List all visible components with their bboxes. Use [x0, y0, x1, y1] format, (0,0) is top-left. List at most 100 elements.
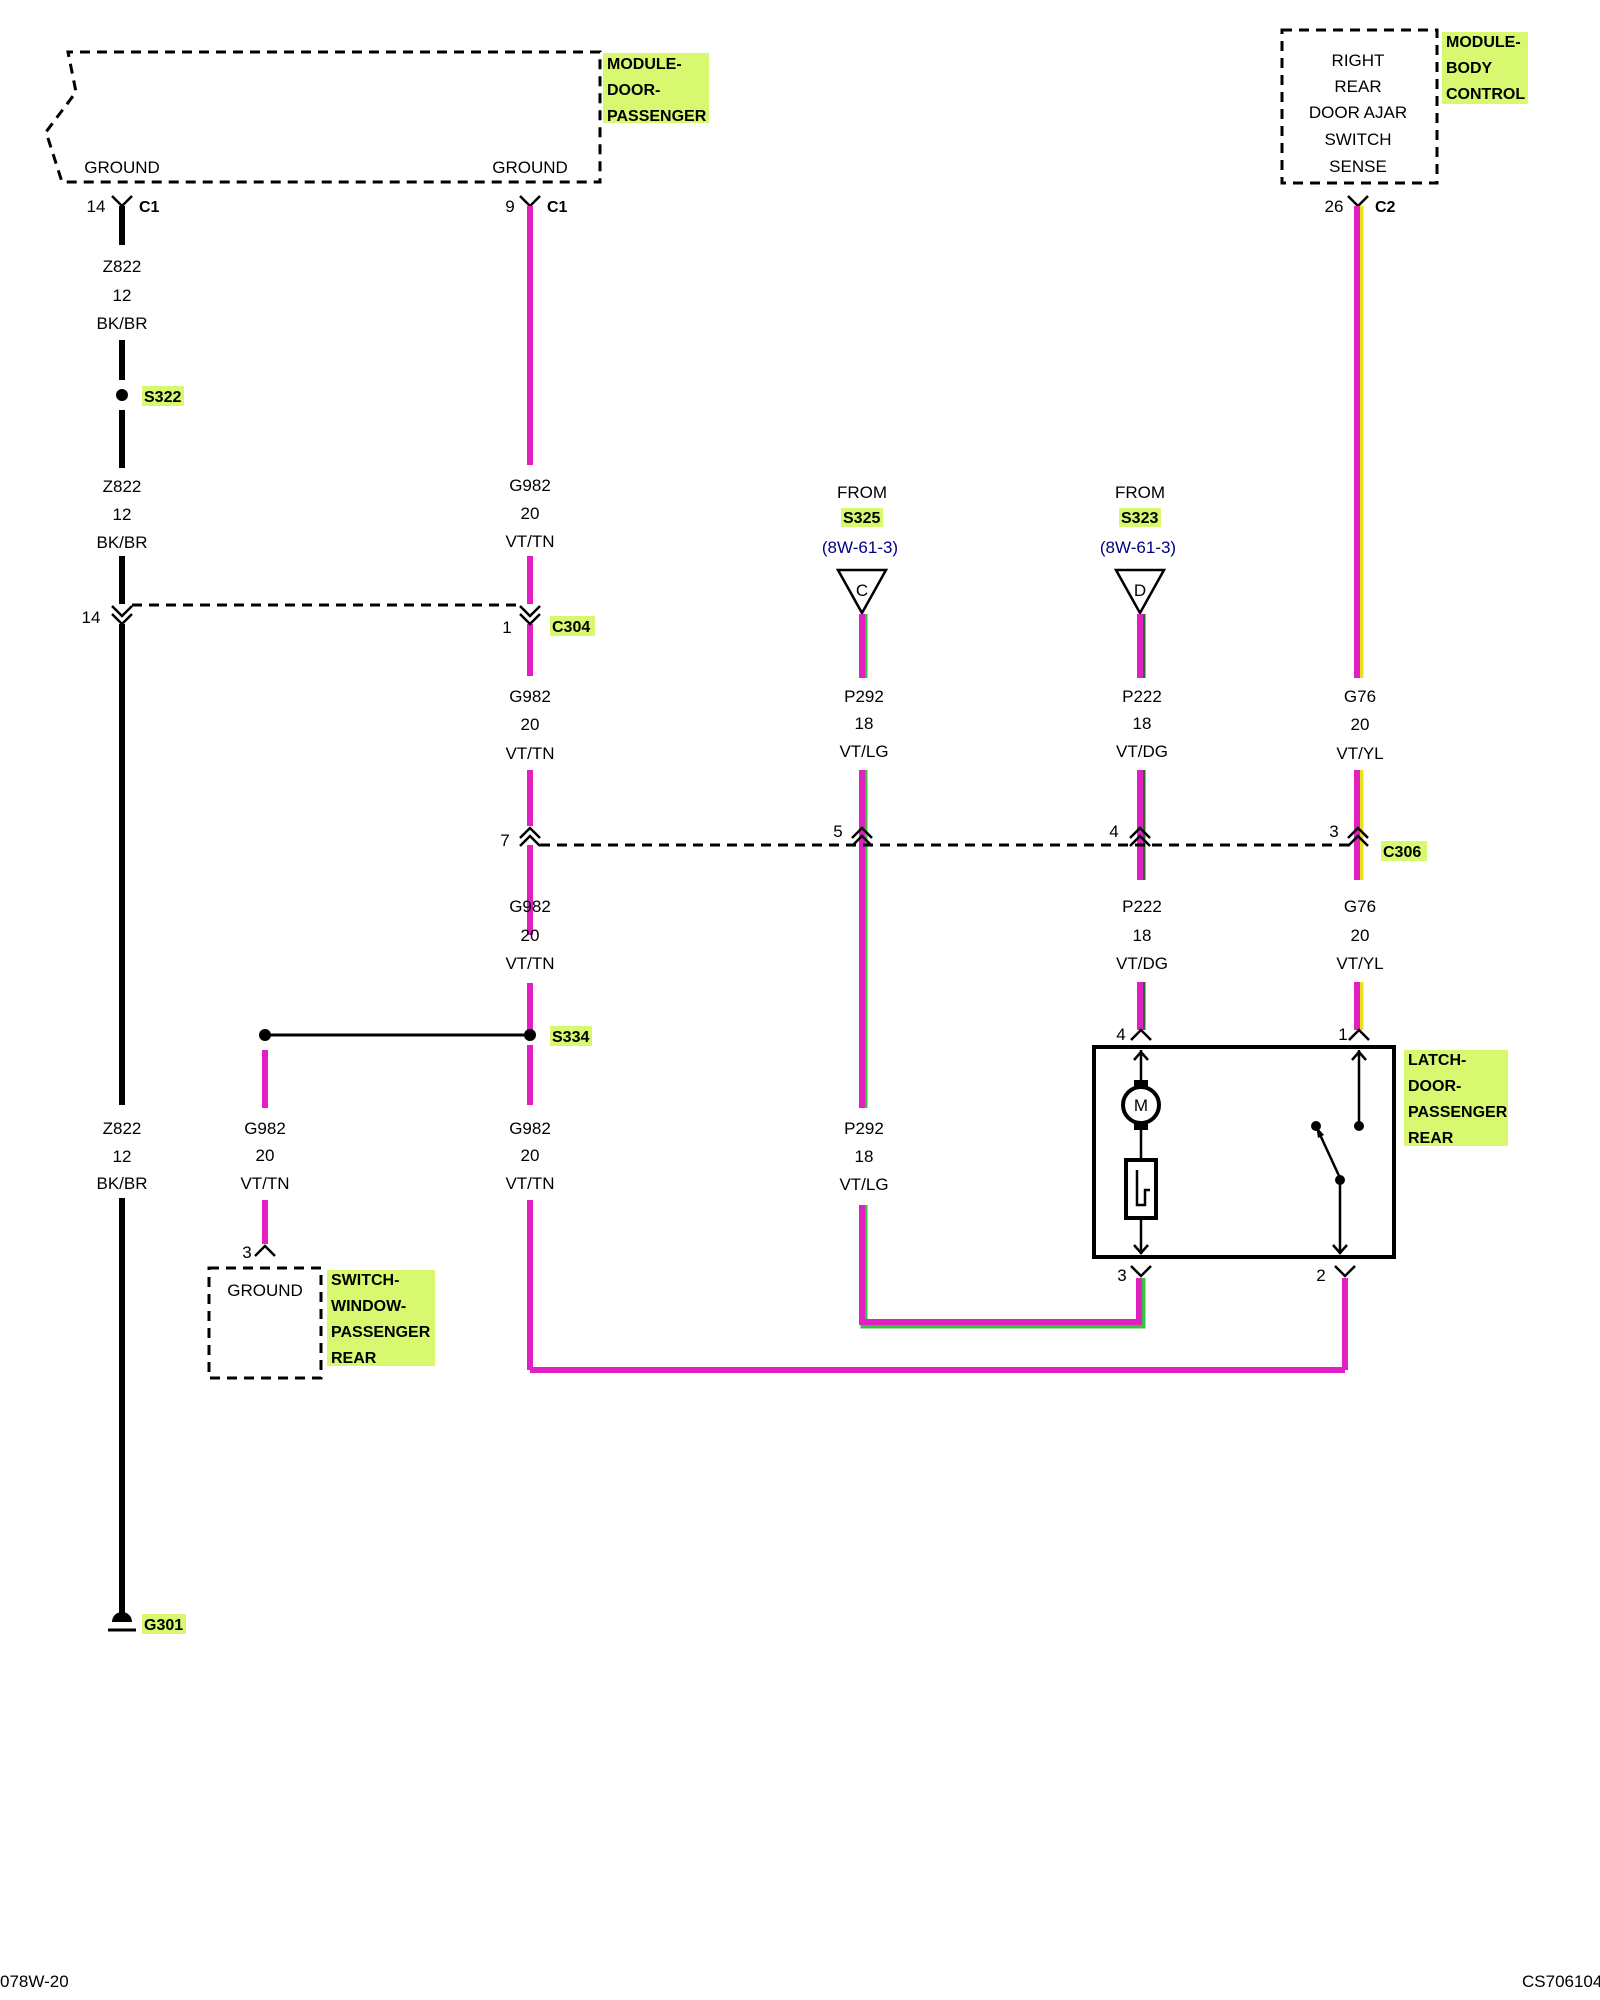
wire-label-g982-e: G982 20 VT/TN	[240, 1119, 289, 1193]
svg-text:Z822: Z822	[103, 257, 142, 276]
svg-text:1: 1	[1338, 1025, 1347, 1044]
wire-p222	[1137, 614, 1146, 1030]
wire-label-g982-b: G982 20 VT/TN	[505, 687, 554, 763]
svg-text:P222: P222	[1122, 897, 1162, 916]
wire-label-g982-d: G982 20 VT/TN	[505, 1119, 554, 1193]
bcm-function-line-1: RIGHT	[1332, 51, 1385, 70]
svg-text:FROM: FROM	[837, 483, 887, 502]
svg-text:S325: S325	[843, 510, 880, 527]
svg-text:VT/TN: VT/TN	[505, 532, 554, 551]
svg-text:1: 1	[502, 618, 511, 637]
connector-c304: 14 1 C304	[82, 603, 595, 637]
svg-text:REAR: REAR	[331, 1350, 377, 1367]
svg-text:P292: P292	[844, 687, 884, 706]
module-body-control-name-3: CONTROL	[1446, 86, 1525, 103]
svg-text:C306: C306	[1383, 844, 1421, 861]
footer-left: 078W-20	[0, 1972, 69, 1991]
wire-label-z822-c: Z822 12 BK/BR	[96, 1119, 147, 1193]
svg-text:G982: G982	[244, 1119, 286, 1138]
wire-label-g982-c: G982 20 VT/TN	[505, 897, 554, 973]
svg-text:2: 2	[1316, 1266, 1325, 1285]
svg-text:VT/LG: VT/LG	[839, 1175, 888, 1194]
svg-text:G982: G982	[509, 1119, 551, 1138]
svg-text:C1: C1	[139, 199, 160, 216]
module-door-passenger-pin-ground-right: GROUND	[492, 158, 568, 177]
svg-text:12: 12	[113, 286, 132, 305]
from-ref-s325: FROM S325 (8W-61-3) C	[822, 483, 898, 616]
module-door-passenger-name-1: MODULE-	[607, 56, 682, 73]
module-body-control-name-1: MODULE-	[1446, 34, 1521, 51]
svg-text:BK/BR: BK/BR	[96, 314, 147, 333]
connector-c1-right: 9 C1	[505, 195, 568, 216]
svg-text:G982: G982	[509, 687, 551, 706]
wire-label-z822-a: Z822 12 BK/BR	[96, 257, 147, 333]
svg-text:26: 26	[1325, 197, 1344, 216]
splice-s334: S334	[259, 1026, 592, 1046]
svg-text:SWITCH-: SWITCH-	[331, 1272, 399, 1289]
svg-text:20: 20	[256, 1146, 275, 1165]
wire-label-g982-a: G982 20 VT/TN	[505, 476, 554, 551]
svg-text:3: 3	[1117, 1266, 1126, 1285]
bcm-function-line-4: SWITCH	[1324, 130, 1391, 149]
svg-text:20: 20	[1351, 926, 1370, 945]
svg-text:G982: G982	[509, 897, 551, 916]
svg-text:G982: G982	[509, 476, 551, 495]
svg-text:Z822: Z822	[103, 477, 142, 496]
svg-text:VT/TN: VT/TN	[505, 1174, 554, 1193]
svg-text:P222: P222	[1122, 687, 1162, 706]
latch-door-passenger-rear: 4 1 LATCH- DOOR- PASSENGER REAR M 3	[1092, 1025, 1508, 1285]
svg-text:S323: S323	[1121, 510, 1158, 527]
module-body-control: MODULE- BODY CONTROL RIGHT REAR DOOR AJA…	[1280, 28, 1528, 185]
connector-c1-left: 14 C1	[87, 195, 160, 216]
svg-text:M: M	[1134, 1096, 1148, 1115]
svg-text:VT/YL: VT/YL	[1336, 954, 1383, 973]
svg-text:VT/TN: VT/TN	[505, 954, 554, 973]
wire-label-p222-b: P222 18 VT/DG	[1116, 897, 1168, 973]
circuit-breaker-icon	[1124, 1158, 1158, 1220]
svg-text:C304: C304	[552, 619, 590, 636]
connector-c306: 7 5 4 3 C306	[500, 822, 1427, 861]
svg-text:7: 7	[500, 831, 509, 850]
wire-label-p292-b: P292 18 VT/LG	[839, 1119, 888, 1194]
wire-g76	[1354, 206, 1364, 1030]
svg-text:4: 4	[1109, 822, 1118, 841]
bcm-function-line-5: SENSE	[1329, 157, 1387, 176]
bcm-function-line-2: REAR	[1334, 77, 1381, 96]
svg-text:14: 14	[87, 197, 106, 216]
svg-text:VT/LG: VT/LG	[839, 742, 888, 761]
svg-text:20: 20	[521, 1146, 540, 1165]
svg-text:BK/BR: BK/BR	[96, 533, 147, 552]
svg-text:20: 20	[521, 504, 540, 523]
svg-text:(8W-61-3): (8W-61-3)	[822, 538, 898, 557]
svg-text:C2: C2	[1375, 199, 1396, 216]
wire-p292	[859, 614, 1146, 1329]
svg-text:9: 9	[505, 197, 514, 216]
svg-text:VT/DG: VT/DG	[1116, 742, 1168, 761]
wire-g982	[527, 206, 1348, 1373]
svg-text:S322: S322	[144, 389, 181, 406]
module-door-passenger-name-2: DOOR-	[607, 82, 660, 99]
switch-window-passenger-rear: 3 GROUND SWITCH- WINDOW- PASSENGER REAR	[207, 1243, 435, 1380]
wire-label-g76-b: G76 20 VT/YL	[1336, 897, 1383, 973]
svg-text:12: 12	[113, 505, 132, 524]
from-ref-s323: FROM S323 (8W-61-3) D	[1100, 483, 1176, 616]
svg-text:REAR: REAR	[1408, 1130, 1454, 1147]
svg-text:3: 3	[242, 1243, 251, 1262]
svg-text:G301: G301	[144, 1617, 183, 1634]
svg-text:20: 20	[521, 926, 540, 945]
wire-label-p222-a: P222 18 VT/DG	[1116, 687, 1168, 761]
svg-text:GROUND: GROUND	[227, 1281, 303, 1300]
svg-text:(8W-61-3): (8W-61-3)	[1100, 538, 1176, 557]
wire-label-z822-b: Z822 12 BK/BR	[96, 477, 147, 552]
svg-text:G76: G76	[1344, 897, 1376, 916]
svg-text:VT/TN: VT/TN	[505, 744, 554, 763]
svg-text:WINDOW-: WINDOW-	[331, 1298, 406, 1315]
svg-text:4: 4	[1116, 1025, 1125, 1044]
svg-text:18: 18	[855, 714, 874, 733]
svg-text:DOOR-: DOOR-	[1408, 1078, 1461, 1095]
svg-text:12: 12	[113, 1147, 132, 1166]
svg-text:FROM: FROM	[1115, 483, 1165, 502]
svg-text:3: 3	[1329, 822, 1338, 841]
wire-label-p292-a: P292 18 VT/LG	[839, 687, 888, 761]
